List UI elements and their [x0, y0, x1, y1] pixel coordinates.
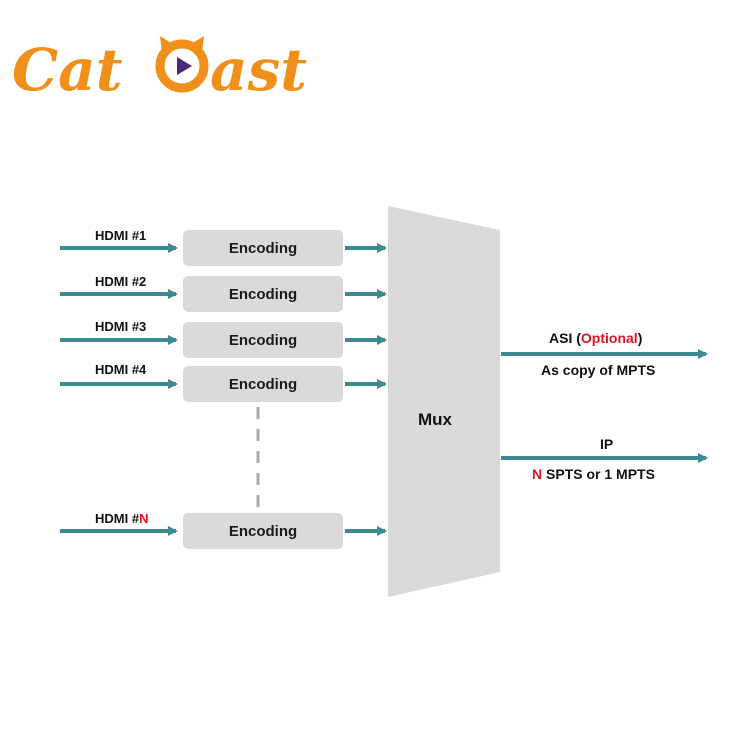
mux-label: Mux: [418, 410, 452, 429]
ip-output-title: IP: [600, 436, 614, 452]
input-label-1: HDMI #1: [95, 228, 147, 243]
encoding-label: Encoding: [228, 331, 298, 349]
logo-text-ast: ast: [210, 36, 307, 104]
input-label-2: HDMI #2: [95, 274, 147, 289]
encoding-label: Encoding: [228, 522, 298, 540]
catcast-logo: Cat ast: [12, 36, 307, 104]
logo-text-cat: Cat: [12, 36, 123, 104]
ip-output-subtitle: N SPTS or 1 MPTS: [532, 466, 655, 482]
cat-play-icon: [155, 36, 209, 93]
encoding-block-4: Encoding: [183, 366, 343, 402]
asi-paren-close: ): [637, 330, 643, 346]
asi-optional: Optional: [580, 330, 638, 346]
asi-title: ASI: [549, 330, 573, 346]
encoding-block-n: Encoding: [183, 513, 343, 549]
ip-sub-text: SPTS or 1 MPTS: [542, 466, 655, 482]
input-label-n: HDMI #N: [95, 511, 148, 526]
asi-output-title: ASI (Optional): [549, 330, 642, 346]
asi-output-subtitle: As copy of MPTS: [541, 362, 656, 378]
ip-sub-highlight: N: [532, 466, 543, 482]
input-label-3: HDMI #3: [95, 319, 147, 334]
input-label-n-highlight: N: [139, 511, 149, 526]
mux-block: [388, 206, 500, 597]
input-label-n-prefix: HDMI #: [95, 511, 140, 526]
encoding-block-1: Encoding: [183, 230, 343, 266]
encoding-block-3: Encoding: [183, 322, 343, 358]
encoding-label: Encoding: [228, 285, 298, 303]
encoding-label: Encoding: [228, 375, 298, 393]
encoding-block-2: Encoding: [183, 276, 343, 312]
input-label-4: HDMI #4: [95, 362, 147, 377]
asi-paren-open: (: [572, 330, 581, 346]
encoding-label: Encoding: [228, 239, 298, 257]
